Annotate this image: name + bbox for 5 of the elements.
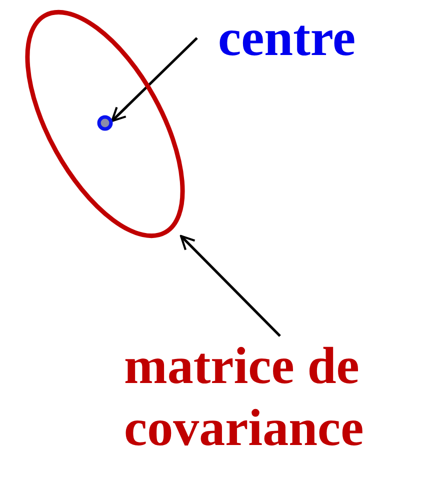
- leader-arrow: [180, 234, 281, 337]
- callout-label: matrice de covariance: [102, 336, 426, 460]
- leader-arrow: [110, 37, 198, 122]
- callout-label: centre: [196, 8, 418, 70]
- center-dot: [97, 115, 113, 131]
